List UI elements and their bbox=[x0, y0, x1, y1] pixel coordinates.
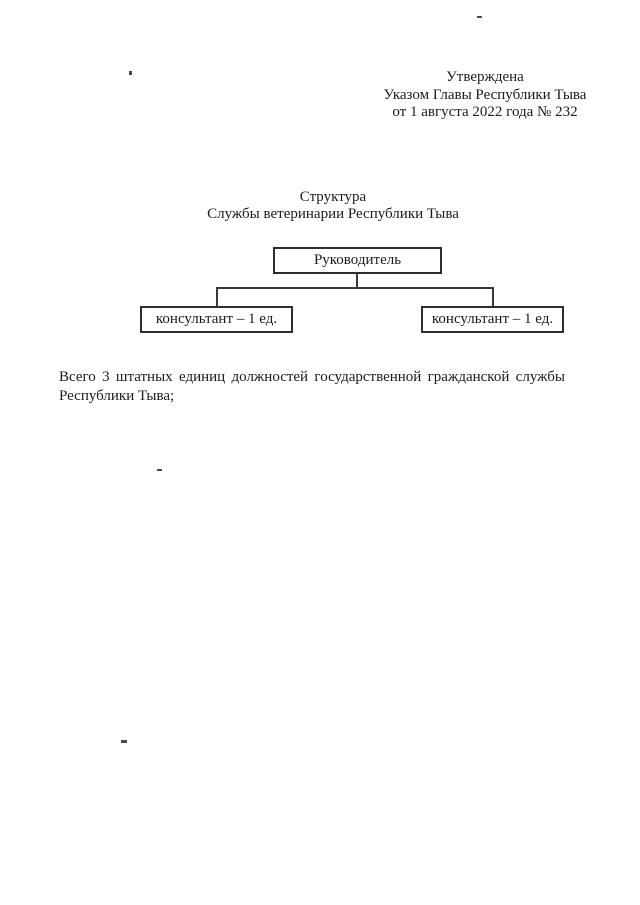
scan-speck bbox=[129, 71, 132, 75]
scan-speck bbox=[477, 16, 482, 18]
title-line-1: Структура bbox=[299, 189, 367, 205]
title-line-2: Службы ветеринарии Республики Тыва bbox=[207, 205, 459, 222]
approval-line-3: от 1 августа 2022 года № 232 bbox=[392, 104, 578, 120]
connector-root-stem bbox=[356, 273, 358, 289]
approval-line-1: Утверждена bbox=[446, 69, 524, 85]
org-box-consultant-left: консультант – 1 ед. bbox=[140, 306, 293, 333]
approval-block: Утверждена Указом Главы Республики Тыва … bbox=[368, 69, 602, 122]
scan-speck bbox=[121, 740, 127, 743]
org-box-head: Руководитель bbox=[273, 247, 442, 274]
document-title: Структура Службы ветеринарии Республики … bbox=[198, 189, 468, 222]
org-box-consultant-right: консультант – 1 ед. bbox=[421, 306, 564, 333]
scan-speck bbox=[157, 469, 162, 471]
approval-line-2: Указом Главы Республики Тыва bbox=[383, 86, 587, 103]
connector-drop-right bbox=[492, 287, 494, 307]
summary-paragraph: Всего 3 штатных единиц должностей госуда… bbox=[59, 369, 565, 404]
connector-horizontal-bar bbox=[216, 287, 494, 289]
connector-drop-left bbox=[216, 287, 218, 307]
